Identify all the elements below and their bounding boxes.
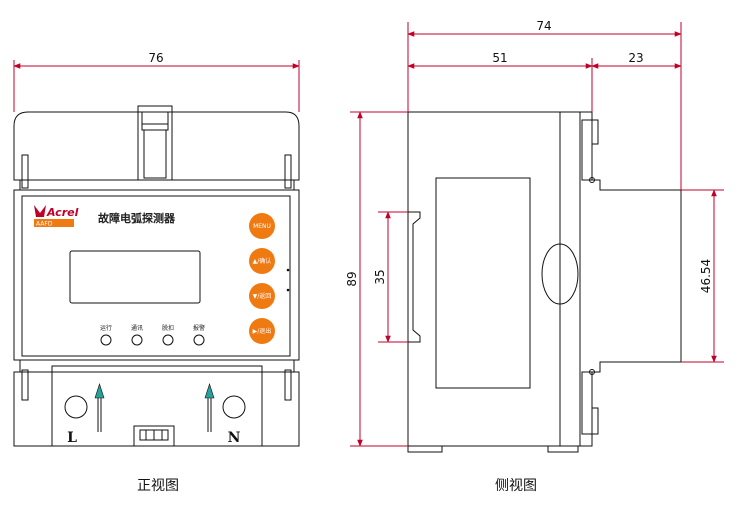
led-indicators: 运行 通讯 脱扣 报警 [100,324,205,346]
led-comm [131,334,143,346]
side-oval [541,243,579,305]
front-panel [21,195,291,357]
brand-sub: AAFD [36,221,53,228]
left-bottom-clip [21,369,29,401]
top-latch [137,105,173,181]
side-view-caption: 侧视图 [495,478,537,494]
right-exit-label: ▶/退出 [253,327,272,335]
front-housing [13,111,300,447]
down-return-label: ▼/返回 [253,293,272,300]
led-trip [162,334,174,346]
brand-logo: Acrel AAFD [34,205,79,228]
terminal-screw-l [64,395,88,419]
terminal-block: L N [51,365,263,447]
front-width-dimension: 76 [13,51,300,112]
front-width-label: 76 [148,51,163,65]
side-bottom-clip [581,371,593,435]
lcd-display [69,250,201,304]
bottom-latch [133,425,175,447]
down-return-button[interactable] [249,283,275,309]
led-alarm [193,334,205,346]
terminal-screw-n [222,395,246,419]
side-top-clip [581,119,593,181]
rail-label: 35 [373,269,387,284]
led-label-trip: 脱扣 [162,324,174,332]
terminal-l-label: L [67,430,77,446]
side-view [407,111,682,453]
front-view-caption: 正视图 [137,478,179,494]
up-confirm-label: ▲/确认 [253,257,272,265]
panel-buttons: MENU ▲/确认 ▼/返回 ▶/退出 [249,213,275,344]
front-view: 76 Acrel AAFD 故障电弧探测器 [13,51,300,447]
led-label-comm: 通讯 [131,324,143,332]
left-width-label: 51 [492,51,507,65]
side-window [435,177,531,389]
total-width-label: 74 [536,19,551,33]
led-label-alarm: 报警 [193,324,205,332]
terminal-n-label: N [228,430,241,446]
device-title: 故障电弧探测器 [98,211,176,225]
menu-button[interactable] [249,213,275,239]
right-exit-button[interactable] [249,318,275,344]
side-dimension-labels: 74 51 23 89 35 46.54 [345,19,713,293]
arrow-n-icon [204,383,215,399]
menu-button-label: MENU [253,223,271,230]
up-confirm-button[interactable] [249,248,275,274]
right-height-label: 46.54 [699,259,713,293]
right-width-label: 23 [628,51,643,65]
din-rail-notch [408,211,421,343]
brand-name: Acrel [46,206,79,219]
right-bottom-clip [284,369,292,401]
side-housing [407,111,682,447]
led-run [100,334,112,346]
height-label: 89 [345,271,359,286]
right-top-clip [284,154,292,189]
left-top-clip [21,154,29,189]
led-label-run: 运行 [100,324,112,332]
side-dimensions [350,22,724,447]
arrow-l-icon [94,383,105,399]
